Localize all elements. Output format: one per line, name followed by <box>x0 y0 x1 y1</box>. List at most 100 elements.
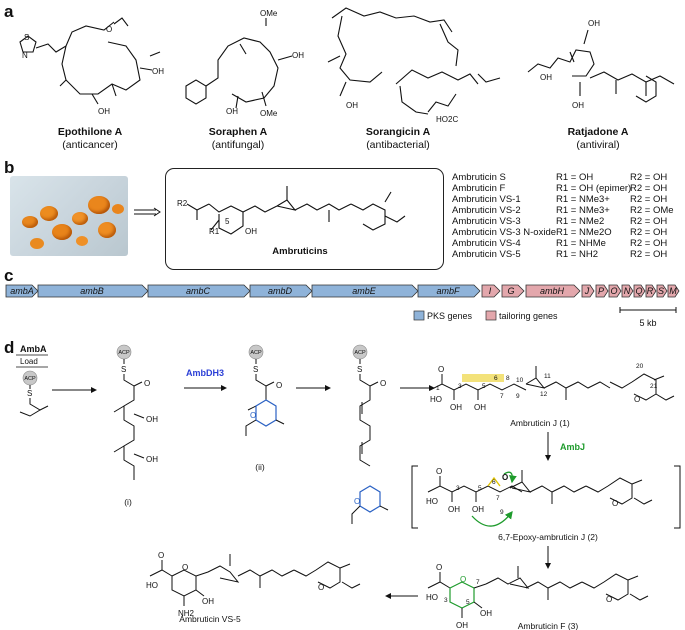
atom-number: 5 <box>478 485 482 492</box>
gene-label-ambH: ambH <box>540 286 565 296</box>
legend-tailoring-swatch <box>485 310 497 321</box>
s-label: S <box>121 365 126 374</box>
panel-b-arrow <box>134 207 161 217</box>
gene-label-R: R <box>647 286 654 296</box>
gene-arrow-S <box>656 284 668 298</box>
ambruticins-label: Ambruticins <box>272 246 328 257</box>
gene-label-I: I <box>489 286 492 296</box>
gene-arrow-ambB <box>37 284 149 298</box>
o-label: O <box>354 497 360 506</box>
gene-label-G: G <box>507 286 514 296</box>
gene-label-P: P <box>598 286 604 296</box>
gene-arrow-ambC <box>147 284 251 298</box>
panel-d-letter: d <box>4 338 15 357</box>
legend-tailoring-label: tailoring genes <box>499 311 558 321</box>
atom-number: 5 <box>482 383 486 390</box>
gene-label-Q: Q <box>635 286 642 296</box>
gene-arrow-Q <box>633 284 646 298</box>
acp-label: ACP <box>250 350 262 356</box>
oh-label: OH <box>245 227 257 236</box>
s-label: S <box>27 389 32 398</box>
oh-label: OH <box>456 621 468 630</box>
acp-label: ACP <box>118 350 130 356</box>
compound-name-sorangicin: Sorangicin A <box>365 126 431 138</box>
nh2-label: NH2 <box>178 609 195 618</box>
gene-label-ambA: ambA <box>10 286 34 296</box>
gene-arrow-O <box>608 284 622 298</box>
acp-label: ACP <box>354 350 366 356</box>
gene-arrow-ambF <box>417 284 481 298</box>
oh-label: OH <box>540 73 552 82</box>
atom-number: 1 <box>436 385 440 392</box>
atom-number: 11 <box>544 373 551 380</box>
co2h-label: HO2C <box>436 115 458 124</box>
o-label: O <box>438 365 444 374</box>
gene-arrow-R <box>645 284 657 298</box>
biosynthesis-scheme: AmbA Load ACP S ACP S OH OH O (i) AmbDH3… <box>16 344 681 630</box>
ho-label: HO <box>430 395 442 404</box>
ho-label: HO <box>426 593 438 602</box>
atom-number: 7 <box>500 393 504 400</box>
gene-arrow-ambE <box>311 284 419 298</box>
oh-label: OH <box>448 505 460 514</box>
gene-label-S: S <box>658 286 664 296</box>
o-label: O <box>250 411 256 420</box>
gene-label-ambD: ambD <box>268 286 293 296</box>
compound-2-label: 6,7-Epoxy-ambruticin J (2) <box>498 532 598 542</box>
atom-number: 7 <box>496 495 500 502</box>
atom-number: 10 <box>516 377 524 384</box>
oh-label: OH <box>152 67 164 76</box>
gene-arrow-P <box>595 284 609 298</box>
legend-pks-label: PKS genes <box>427 311 473 321</box>
oh-label: OH <box>346 101 358 110</box>
oh-label: OH <box>146 415 158 424</box>
gene-label-ambE: ambE <box>352 286 377 296</box>
o-label: O <box>380 379 386 388</box>
oh-label: OH <box>472 505 484 514</box>
gene-cluster-map: ambA ambB ambC ambD ambE ambF I G ambH J… <box>5 284 680 328</box>
oh-label: OH <box>450 403 462 412</box>
atom-number: 20 <box>636 363 644 370</box>
compound-activity-ratjadone: (antiviral) <box>576 139 620 151</box>
atom-number: 3 <box>456 485 460 492</box>
scale-label: 5 kb <box>639 318 656 328</box>
atom-number: 6 <box>494 375 498 382</box>
atom-number: 8 <box>506 375 510 382</box>
culture-plate-photo <box>10 176 128 256</box>
sorangicin-structure <box>327 7 501 115</box>
s-label: S <box>357 365 362 374</box>
o-label: O <box>276 381 282 390</box>
oh-label: OH <box>98 107 110 116</box>
panel-c-letter: c <box>4 266 14 285</box>
oh-label: OH <box>480 609 492 618</box>
compound-activity-soraphen: (antifungal) <box>211 139 265 151</box>
gene-label-ambF: ambF <box>436 286 460 296</box>
gene-label-M: M <box>669 286 677 296</box>
ome-label: OMe <box>260 109 278 118</box>
load-label: Load <box>20 357 38 366</box>
gene-label-O: O <box>610 286 617 296</box>
atom-number: 12 <box>540 391 548 398</box>
o-label: O <box>436 563 442 572</box>
panel-b-letter: b <box>4 158 15 177</box>
o-label: O <box>436 467 442 476</box>
compound-name-epothilone: Epothilone A <box>57 126 123 138</box>
atom-number: 5 <box>466 599 470 606</box>
atom-number: 9 <box>516 393 520 400</box>
gene-label-J: J <box>584 286 590 296</box>
ambruticin-core-box <box>165 168 444 270</box>
o-atom: O <box>106 25 112 34</box>
amba-label: AmbA <box>20 344 47 354</box>
s-atom: S <box>24 33 29 42</box>
o-label: O <box>144 379 150 388</box>
gene-arrow-I <box>481 284 501 298</box>
s-label: S <box>253 365 258 374</box>
r2-label: R2 <box>177 199 188 208</box>
legend-pks-swatch <box>413 310 425 321</box>
atom-number: 3 <box>458 383 462 390</box>
o-label: O <box>318 583 324 592</box>
gene-arrow-ambD <box>249 284 313 298</box>
gene-arrow-M <box>667 284 680 298</box>
gene-label-ambB: ambB <box>80 286 104 296</box>
oh-label: OH <box>292 51 304 60</box>
